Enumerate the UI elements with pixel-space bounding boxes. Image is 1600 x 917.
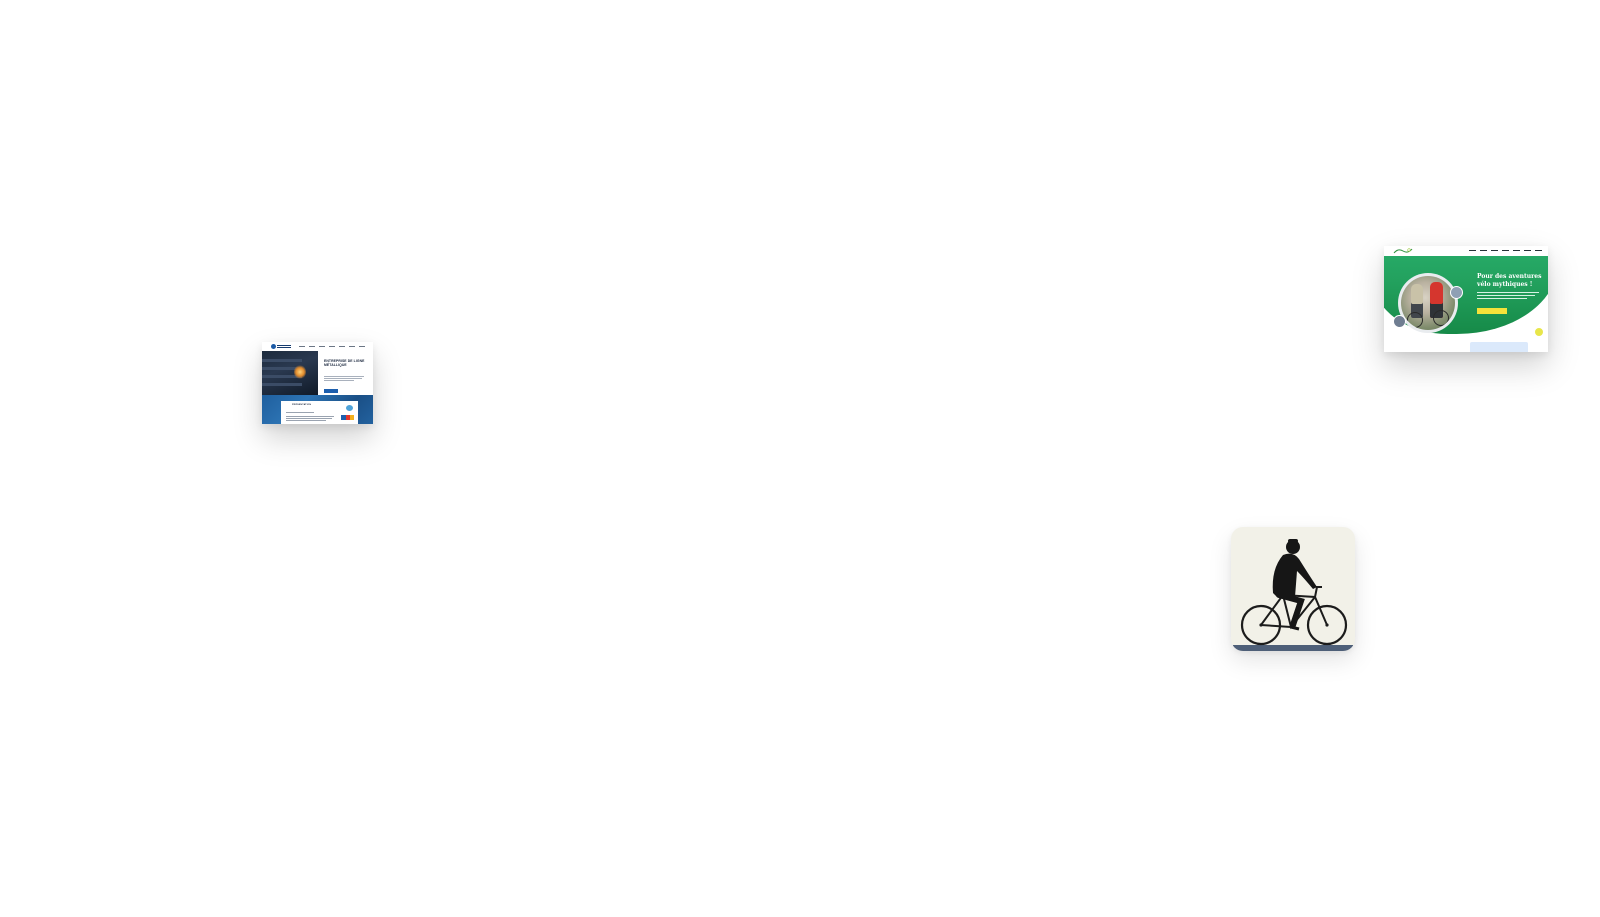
cyclist-illustration [1233, 539, 1353, 651]
presentation-section: PRÉSENTATION [281, 401, 358, 424]
nav-links [299, 345, 365, 347]
brand-logo-icon [1393, 248, 1413, 254]
thumbnail-nav-bar [1384, 246, 1548, 256]
droplet-icon [346, 405, 353, 411]
section-title: PRÉSENTATION [292, 404, 312, 406]
welding-glow [294, 365, 306, 379]
cta-button[interactable] [1477, 308, 1507, 314]
image-thumbnail-cyclist[interactable] [1231, 527, 1355, 651]
cyclist-figure [1430, 282, 1443, 318]
hero-image-metal-structure [262, 351, 318, 395]
hero-title: Pour des aventures vélo mythiques ! [1477, 273, 1542, 288]
blue-tab-element [1470, 342, 1528, 352]
mini-photo-circle [1393, 315, 1406, 328]
hero-text-panel: ENTREPRISE DE LIGNE MÉTALLIQUE [318, 351, 373, 395]
hero-section: Pour des aventures vélo mythiques ! [1384, 256, 1548, 340]
website-thumbnail-metallurgy[interactable]: ENTREPRISE DE LIGNE MÉTALLIQUE PRÉSENTAT… [262, 342, 373, 424]
badge-icon [1534, 327, 1544, 337]
partner-logo [341, 415, 354, 420]
cyclist-figure [1411, 284, 1423, 318]
hero-photo-cyclists [1401, 276, 1455, 330]
hero-title: ENTREPRISE DE LIGNE MÉTALLIQUE [324, 359, 365, 368]
hero-primary-button[interactable] [324, 389, 338, 393]
mini-photo-circle [1450, 286, 1463, 299]
nav-links [1469, 250, 1542, 252]
company-logo [271, 344, 291, 349]
website-thumbnail-cycling[interactable]: Pour des aventures vélo mythiques ! [1384, 246, 1548, 352]
